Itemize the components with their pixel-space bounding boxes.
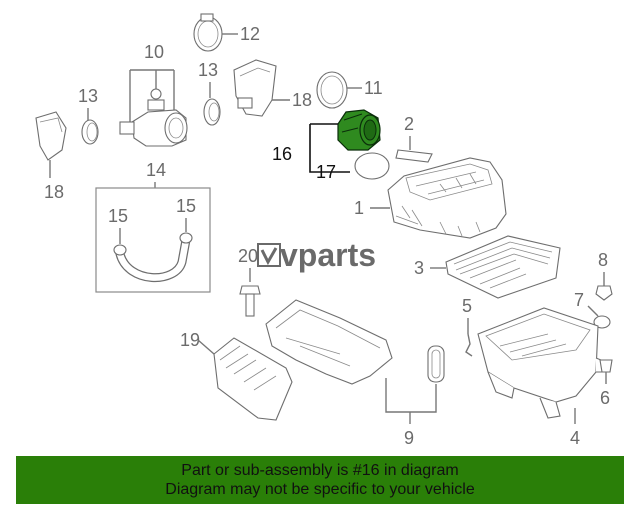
callout-18-left: 18 [44,182,64,202]
callout-9: 9 [404,428,414,448]
part-20-bolt[interactable] [239,285,261,317]
callout-19: 19 [180,330,200,350]
part-13-clamp-right[interactable] [203,98,221,126]
watermark-text: vparts [280,237,376,273]
info-banner: Part or sub-assembly is #16 in diagram D… [16,456,624,504]
callout-17: 17 [316,162,336,182]
callout-15-right: 15 [176,196,196,216]
part-4-air-cleaner-lower-case[interactable] [477,307,607,419]
callout-14: 14 [146,160,166,180]
callout-20: 20 [238,246,258,266]
callout-4: 4 [570,428,580,448]
vparts-watermark: vparts [257,237,376,273]
part-18-duct-upper[interactable] [233,59,277,117]
part-9-seal[interactable] [427,345,445,383]
part-9-intake-duct[interactable] [265,299,393,385]
part-17-o-ring[interactable] [354,152,390,180]
part-19-resonator[interactable] [213,337,293,421]
part-3-air-filter[interactable] [445,235,561,299]
callout-6: 6 [600,388,610,408]
part-12-clamp[interactable] [193,13,223,52]
callout-11: 11 [364,78,383,98]
part-11-ring[interactable] [316,71,348,109]
callout-13-left: 13 [78,86,98,106]
part-18-duct-left[interactable] [35,111,67,161]
part-10-throttle-body[interactable] [119,88,188,147]
callout-13-right: 13 [198,60,218,80]
callout-10: 10 [144,42,164,62]
part-6-bolt[interactable] [599,359,613,373]
callout-12: 12 [240,24,260,44]
banner-line-2: Diagram may not be specific to your vehi… [165,481,475,498]
part-8-bolt[interactable] [595,285,613,301]
callout-1: 1 [354,198,364,218]
callout-3: 3 [414,258,424,278]
part-13-clamp-left[interactable] [81,119,99,145]
part-2-gasket[interactable] [395,149,433,163]
part-5-clip[interactable] [465,333,473,357]
callout-16: 16 [272,144,292,164]
banner-line-1: Part or sub-assembly is #16 in diagram [181,462,459,479]
part-1-air-cleaner-cover[interactable] [387,157,507,239]
part-7-grommet[interactable] [593,315,611,329]
callout-18-upper: 18 [292,90,312,110]
callout-15-left: 15 [108,206,128,226]
callout-7: 7 [574,290,584,310]
part-14-hose[interactable] [113,232,193,283]
part-16-mass-airflow-sensor[interactable] [337,109,381,151]
callout-5: 5 [462,296,472,316]
callout-8: 8 [598,250,608,270]
callout-2: 2 [404,114,414,134]
